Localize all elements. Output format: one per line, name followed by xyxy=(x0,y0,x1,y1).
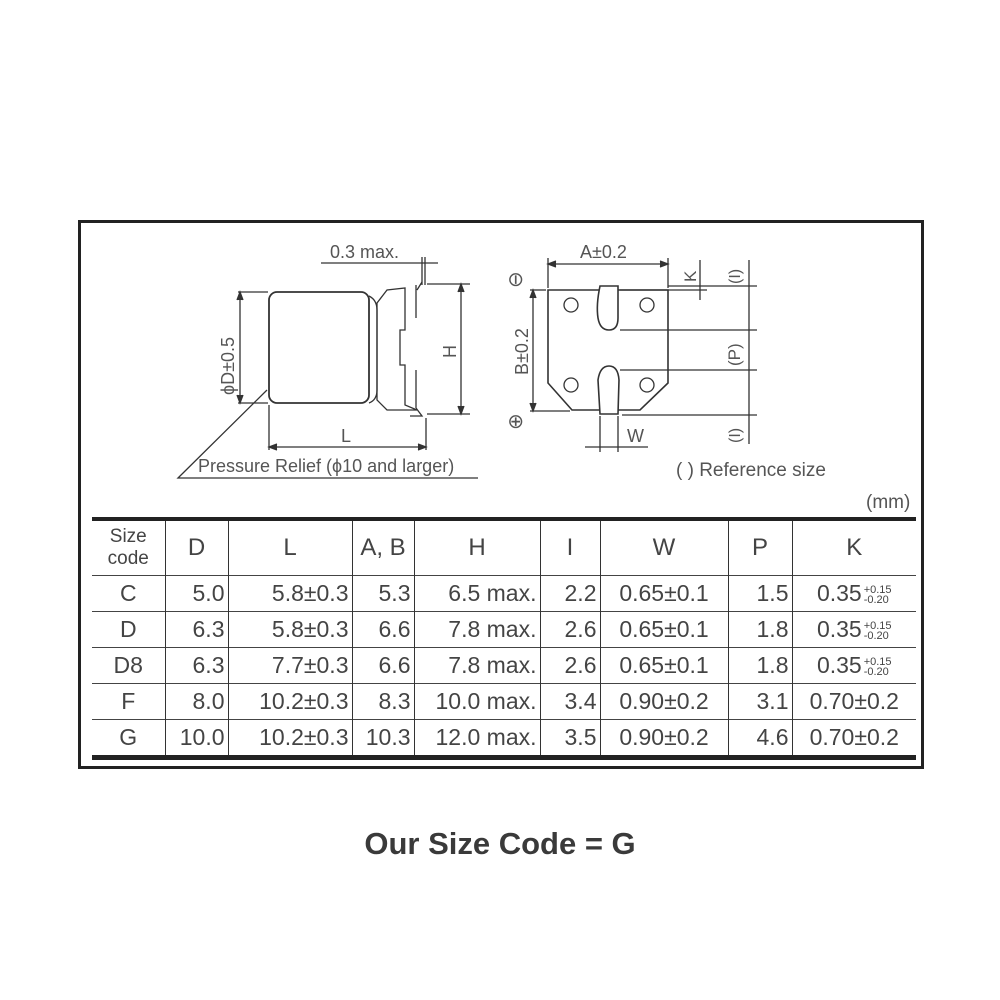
diagram-frame xyxy=(78,220,924,769)
table-header-row: Size code D L A, B H I W P K xyxy=(92,518,916,576)
cell-i: 3.4 xyxy=(539,683,601,720)
header-i: I xyxy=(539,518,601,576)
cell-size: G xyxy=(92,719,166,758)
cell-l: 10.2±0.3 xyxy=(227,719,353,758)
cell-k: 0.70±0.2 xyxy=(791,719,916,758)
k-tolerance: +0.15-0.20 xyxy=(863,655,892,678)
pressure-relief-label: Pressure Relief (ϕ10 and larger) xyxy=(198,456,454,476)
cell-d: 6.3 xyxy=(164,647,229,684)
cell-w: 0.65±0.1 xyxy=(599,647,729,684)
cell-p: 3.1 xyxy=(727,683,793,720)
i-top-label: (I) xyxy=(727,269,744,284)
length-label: L xyxy=(341,426,351,446)
cell-p: 1.8 xyxy=(727,611,793,648)
k-value: 0.35 xyxy=(816,580,862,606)
cell-h: 7.8 max. xyxy=(413,647,541,684)
cell-ab: 5.3 xyxy=(351,575,415,612)
header-h: H xyxy=(413,518,541,576)
k-value: 0.35 xyxy=(816,652,862,678)
cell-w: 0.65±0.1 xyxy=(599,611,729,648)
cell-k: 0.35+0.15-0.20 xyxy=(791,611,916,648)
k-tolerance-plus: +0.15 xyxy=(863,619,892,632)
reference-size-note: ( ) Reference size xyxy=(676,460,826,481)
p-dimension-label: (P) xyxy=(725,343,744,366)
k-tolerance-plus: +0.15 xyxy=(863,583,892,596)
cell-ab: 8.3 xyxy=(351,683,415,720)
k-tolerance-minus: -0.20 xyxy=(863,593,889,606)
header-l: L xyxy=(227,518,353,576)
cell-l: 10.2±0.3 xyxy=(227,683,353,720)
k-tolerance-plus: +0.15 xyxy=(863,655,892,668)
k-tolerance: +0.15-0.20 xyxy=(863,583,892,606)
cell-ab: 6.6 xyxy=(351,647,415,684)
cell-i: 2.6 xyxy=(539,611,601,648)
side-view: 0.3 max. ϕD±0.5 H L Pressure Relief (ϕ10… xyxy=(176,242,478,479)
lead-thickness-label: 0.3 max. xyxy=(330,242,399,262)
w-dimension-label: W xyxy=(627,426,644,446)
cell-h: 7.8 max. xyxy=(413,611,541,648)
cell-ab: 6.6 xyxy=(351,611,415,648)
header-p: P xyxy=(727,518,793,576)
cell-k: 0.35+0.15-0.20 xyxy=(791,647,916,684)
cell-k: 0.70±0.2 xyxy=(791,683,916,720)
negative-polarity-icon: ⊖ xyxy=(505,271,527,288)
cell-h: 6.5 max. xyxy=(413,575,541,612)
cell-p: 1.5 xyxy=(727,575,793,612)
header-d: D xyxy=(164,518,229,576)
k-tolerance-minus: -0.20 xyxy=(863,629,889,642)
cell-d: 6.3 xyxy=(164,611,229,648)
cell-w: 0.65±0.1 xyxy=(599,575,729,612)
cell-ab: 10.3 xyxy=(351,719,415,758)
b-dimension-label: B±0.2 xyxy=(512,328,532,375)
cell-p: 4.6 xyxy=(727,719,793,758)
unit-label: (mm) xyxy=(866,492,911,513)
cell-d: 8.0 xyxy=(164,683,229,720)
cell-i: 2.6 xyxy=(539,647,601,684)
cell-d: 10.0 xyxy=(164,719,229,758)
cell-w: 0.90±0.2 xyxy=(599,683,729,720)
i-bottom-label: (I) xyxy=(727,428,744,443)
header-w: W xyxy=(599,518,729,576)
cell-k: 0.35+0.15-0.20 xyxy=(791,575,916,612)
cell-size: F xyxy=(92,683,166,720)
cell-l: 5.8±0.3 xyxy=(227,575,353,612)
header-size-code-text: Size code xyxy=(107,526,149,569)
cell-i: 2.2 xyxy=(539,575,601,612)
size-code-caption: Our Size Code = G xyxy=(364,826,636,861)
height-label: H xyxy=(440,345,460,358)
cell-l: 5.8±0.3 xyxy=(227,611,353,648)
k-value: 0.70±0.2 xyxy=(809,724,899,750)
bottom-view: A±0.2 B±0.2 ⊖ ⊕ K (I) (P) (I) W ( ) Refe… xyxy=(505,242,826,481)
k-tolerance: +0.15-0.20 xyxy=(863,619,892,642)
header-k: K xyxy=(791,518,916,576)
a-dimension-label: A±0.2 xyxy=(580,242,627,262)
diameter-label: ϕD±0.5 xyxy=(218,337,238,395)
k-tolerance-minus: -0.20 xyxy=(863,665,889,678)
k-value: 0.35 xyxy=(816,616,862,642)
cell-size: C xyxy=(92,575,166,612)
header-size-code: Size code xyxy=(92,518,166,576)
positive-polarity-icon: ⊕ xyxy=(505,413,527,430)
cell-w: 0.90±0.2 xyxy=(599,719,729,758)
cell-l: 7.7±0.3 xyxy=(227,647,353,684)
cell-d: 5.0 xyxy=(164,575,229,612)
cell-size: D xyxy=(92,611,166,648)
cell-p: 1.8 xyxy=(727,647,793,684)
k-value: 0.70±0.2 xyxy=(809,688,899,714)
cell-h: 10.0 max. xyxy=(413,683,541,720)
cell-h: 12.0 max. xyxy=(413,719,541,758)
cell-i: 3.5 xyxy=(539,719,601,758)
header-ab: A, B xyxy=(351,518,415,576)
cell-size: D8 xyxy=(92,647,166,684)
k-dimension-label: K xyxy=(681,270,700,282)
